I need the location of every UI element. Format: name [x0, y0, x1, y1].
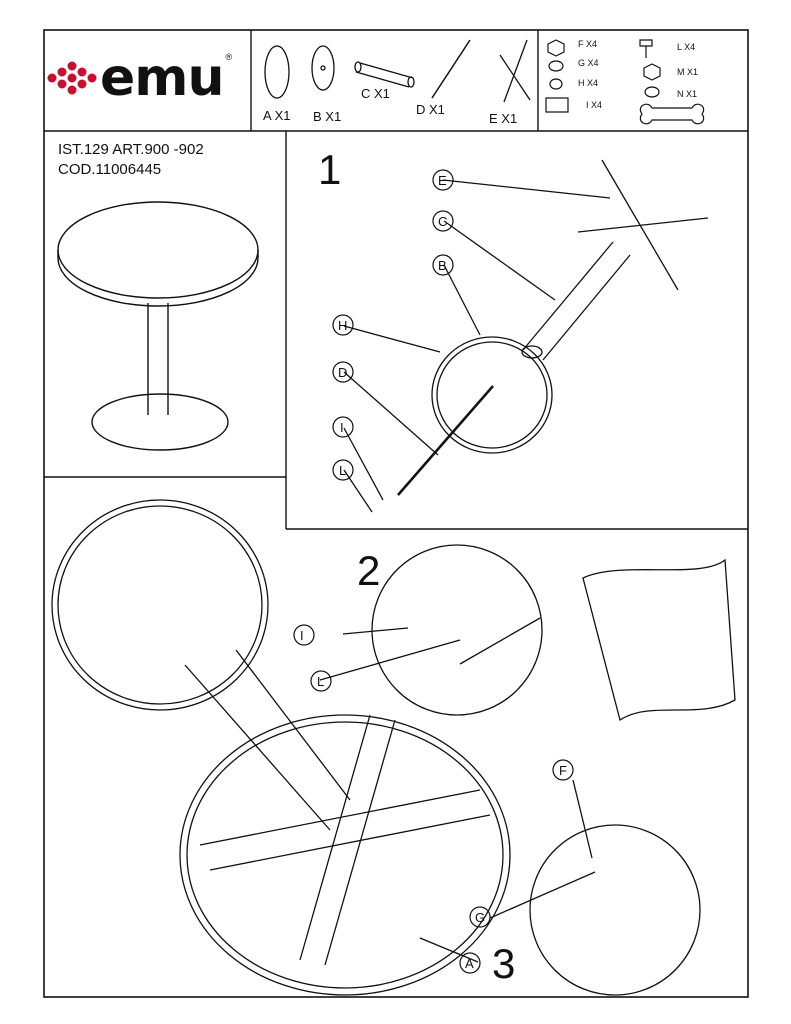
logo-icon — [47, 61, 97, 95]
brand-name: emu — [100, 48, 224, 108]
reference-code: COD.11006445 — [58, 161, 162, 178]
brand-logo: emu ® — [56, 52, 232, 104]
step-number-3: 3 — [492, 940, 515, 987]
callout-g: G — [475, 910, 485, 925]
washer-icon — [548, 60, 564, 72]
label-hw-h: H X4 — [578, 78, 598, 88]
cross-e-icon — [499, 39, 531, 103]
callout-b: B — [438, 258, 447, 273]
callout-i-step2: I — [300, 628, 304, 643]
brand-registered: ® — [225, 52, 233, 62]
label-hw-f: F X4 — [578, 39, 597, 49]
callout-h: H — [338, 318, 347, 333]
label-part-d: D X1 — [416, 102, 445, 117]
table-preview — [57, 201, 259, 451]
reference-article: IST.129 ART.900 -902 — [58, 141, 204, 158]
step-number-1: 1 — [318, 146, 341, 193]
label-hw-g: G X4 — [578, 58, 599, 68]
label-hw-n: N X1 — [677, 89, 697, 99]
callout-f: F — [559, 763, 567, 778]
label-hw-i: I X4 — [586, 100, 602, 110]
label-hw-m: M X1 — [677, 67, 698, 77]
step3-drawing — [51, 499, 736, 996]
step-number-2: 2 — [357, 547, 380, 594]
callout-l: L — [339, 463, 346, 478]
callout-l-step2: L — [317, 674, 324, 689]
bracket-icon — [545, 97, 569, 113]
disc-b-icon — [311, 45, 335, 91]
label-part-c: C X1 — [361, 86, 390, 101]
tube-c-icon — [354, 61, 415, 88]
nut-icon — [547, 39, 565, 57]
label-part-b: B X1 — [313, 109, 341, 124]
disc-a-icon — [264, 45, 290, 99]
callout-c: C — [438, 214, 447, 229]
callout-e: E — [438, 173, 447, 188]
wrench-icon — [639, 103, 705, 125]
label-part-e: E X1 — [489, 111, 517, 126]
label-part-a: A X1 — [263, 108, 290, 123]
screw-icon — [639, 39, 653, 58]
reference-block: IST.129 ART.900 -902 COD.11006445 — [58, 140, 204, 180]
step1-drawing — [343, 159, 709, 513]
rod-d-icon — [431, 39, 471, 99]
outer-frame — [43, 29, 749, 998]
label-hw-l: L X4 — [677, 42, 695, 52]
callout-a: A — [465, 956, 474, 971]
callout-d: D — [338, 365, 347, 380]
callout-i: I — [340, 420, 344, 435]
